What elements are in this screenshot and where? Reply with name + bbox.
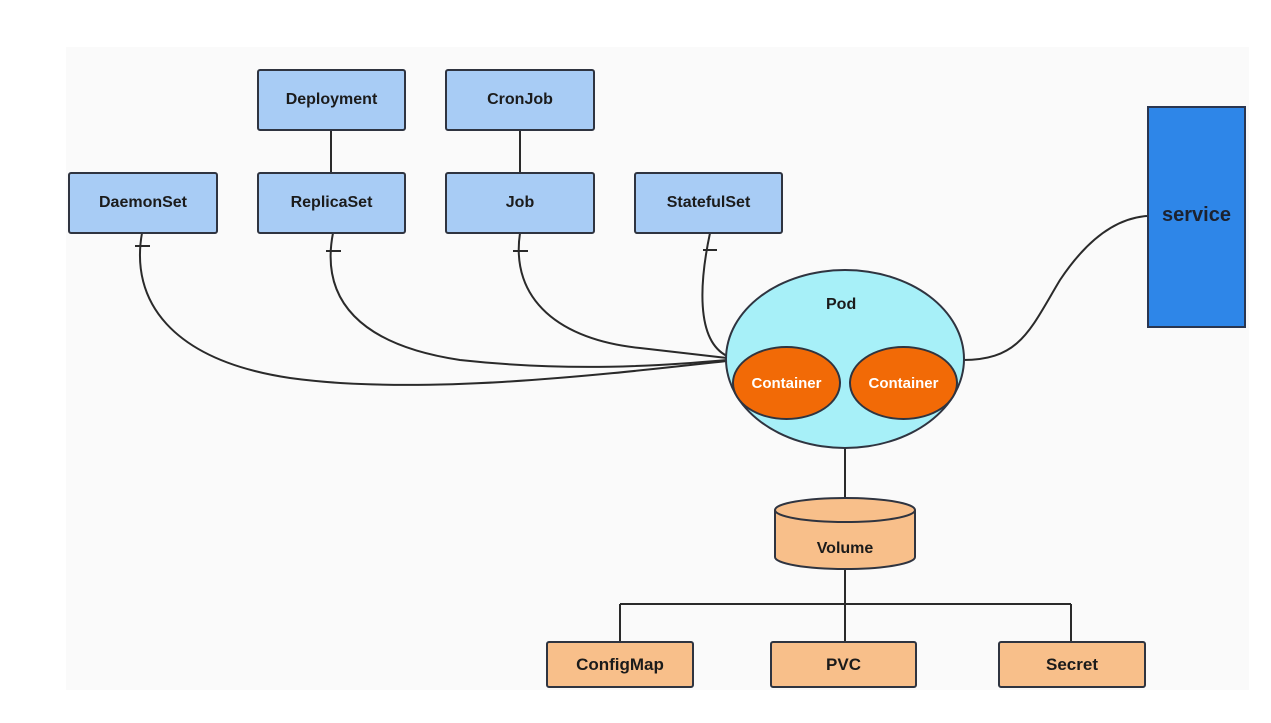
statefulset-label: StatefulSet: [666, 194, 751, 211]
service-label: service: [1162, 204, 1231, 226]
configmap-label: ConfigMap: [576, 654, 664, 674]
replicaset-pod-link: [329, 232, 728, 368]
replicaset-node: ReplicaSet: [257, 172, 406, 234]
pod-service-link: [962, 215, 1148, 361]
container-node-2: Container: [849, 346, 958, 420]
secret-label: Secret: [1046, 654, 1098, 674]
daemonset-pod-link: [138, 232, 728, 386]
pvc-label: PVC: [826, 654, 861, 674]
job-pod-link: [517, 232, 728, 359]
pod-label: Pod: [826, 296, 857, 313]
service-node: service: [1147, 106, 1246, 328]
replicaset-label: ReplicaSet: [290, 194, 373, 211]
job-label: Job: [505, 194, 535, 211]
container-label-2: Container: [868, 374, 939, 392]
statefulset-pod-link: [701, 232, 728, 357]
cronjob-node: CronJob: [445, 69, 595, 131]
statefulset-node: StatefulSet: [634, 172, 783, 234]
pvc-node: PVC: [770, 641, 917, 688]
cronjob-label: CronJob: [487, 91, 553, 108]
volume-cylinder: [774, 497, 916, 570]
container-label-1: Container: [751, 374, 822, 392]
configmap-node: ConfigMap: [546, 641, 694, 688]
daemonset-label: DaemonSet: [98, 194, 188, 211]
container-node-1: Container: [732, 346, 841, 420]
deployment-node: Deployment: [257, 69, 406, 131]
deployment-label: Deployment: [285, 91, 378, 108]
volume-label: Volume: [816, 540, 874, 557]
job-node: Job: [445, 172, 595, 234]
secret-node: Secret: [998, 641, 1146, 688]
daemonset-node: DaemonSet: [68, 172, 218, 234]
